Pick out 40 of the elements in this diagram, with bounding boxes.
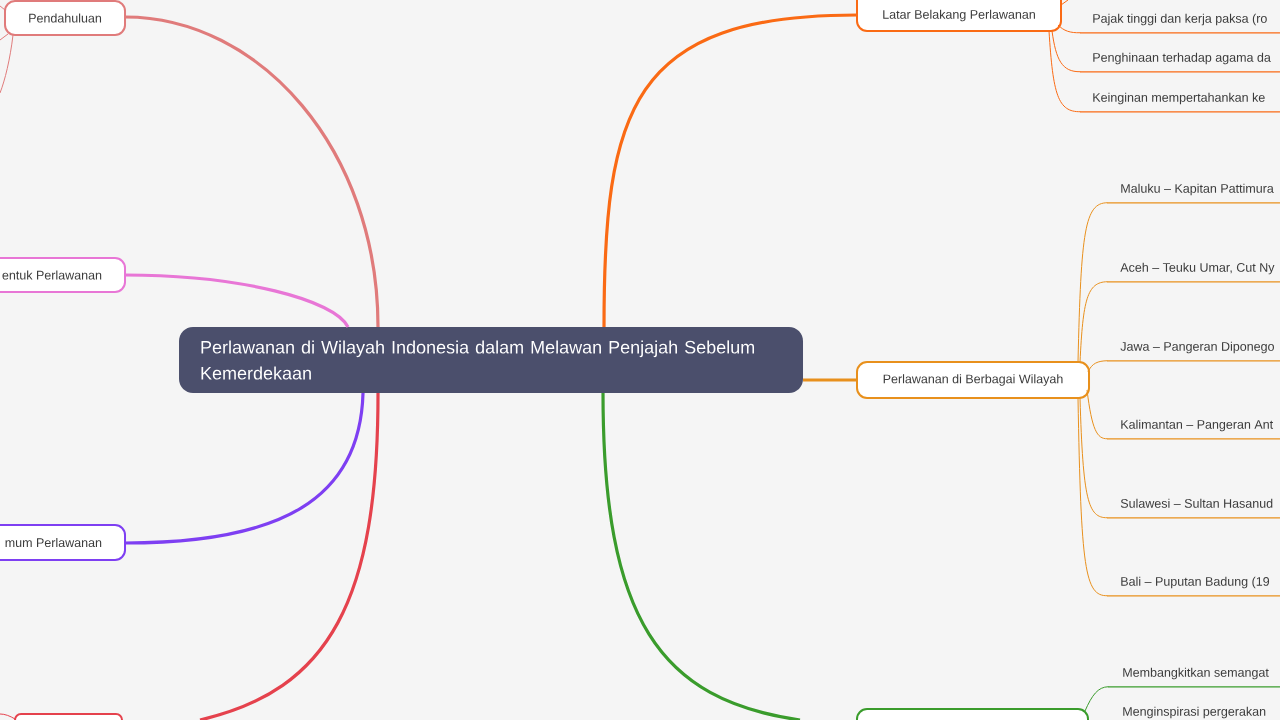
connector-line xyxy=(1077,397,1108,597)
subtopic-label: Penghinaan terhadap agama da xyxy=(1079,52,1280,73)
topic-box: Pendahuluan xyxy=(4,0,126,36)
subtopic-label: Sulawesi – Sultan Hasanud xyxy=(1106,498,1280,519)
connector-line xyxy=(1079,397,1108,519)
connector-line xyxy=(1084,686,1109,712)
connector-line xyxy=(1057,24,1081,34)
topic-box: Perlawanan di Berbagai Wilayah xyxy=(856,361,1090,399)
topic-box: mum Perlawanan xyxy=(0,524,126,561)
subtopic-label: Aceh – Teuku Umar, Cut Ny xyxy=(1106,262,1280,283)
subtopic-label: Membangkitkan semangat xyxy=(1107,667,1280,688)
connector-line xyxy=(125,273,350,328)
connector-line xyxy=(1079,281,1108,363)
topic-box xyxy=(856,708,1089,720)
connector-line xyxy=(1077,202,1108,363)
connector-line xyxy=(1086,389,1108,440)
connector-line xyxy=(0,33,9,41)
subtopic-label: Maluku – Kapitan Pattimura xyxy=(1106,183,1280,204)
topic-box: entuk Perlawanan xyxy=(0,257,126,293)
connector-line xyxy=(1060,0,1069,6)
subtopic-label: Keinginan mempertahankan ke xyxy=(1079,92,1280,113)
connector-line xyxy=(199,392,380,720)
connector-line xyxy=(0,34,14,94)
topic-box: Latar Belakang Perlawanan xyxy=(856,0,1062,32)
subtopic-label: Pajak tinggi dan kerja paksa (ro xyxy=(1079,13,1280,34)
subtopic-label: Menginspirasi pergerakan xyxy=(1123,706,1266,719)
connector-line xyxy=(602,13,858,327)
subtopic-label: Bali – Puputan Badung (19 xyxy=(1106,576,1280,597)
subtopic-label: Jawa – Pangeran Diponego xyxy=(1106,341,1280,362)
topic-box xyxy=(14,713,123,720)
connector-line xyxy=(1087,360,1108,373)
connector-line xyxy=(0,5,6,11)
connector-line xyxy=(803,378,857,382)
central-topic-box: Perlawanan di Wilayah Indonesia dalam Melawan Penjajah Sebelum Kemerdekaan xyxy=(179,327,803,393)
connector-line xyxy=(601,392,801,720)
connector-line xyxy=(1051,30,1081,73)
subtopic-label: Kalimantan – Pangeran Ant xyxy=(1106,419,1280,440)
connector-line xyxy=(0,713,16,720)
connector-line xyxy=(124,392,365,545)
connector-line xyxy=(1048,30,1081,113)
